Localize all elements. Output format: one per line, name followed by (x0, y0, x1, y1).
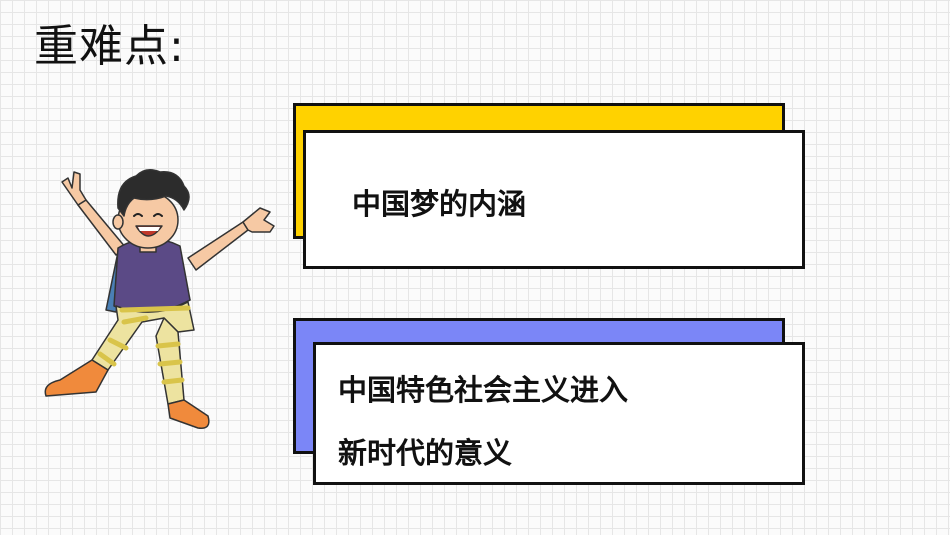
cheering-boy-illustration (44, 169, 275, 429)
card-1 (303, 130, 805, 269)
card-2-line-2: 新时代的意义 (338, 436, 513, 470)
card-2-line-1: 中国特色社会主义进入 (338, 373, 629, 407)
card-2 (313, 342, 805, 485)
slide-title: 重难点: (34, 21, 185, 72)
card-1-text: 中国梦的内涵 (352, 187, 527, 221)
